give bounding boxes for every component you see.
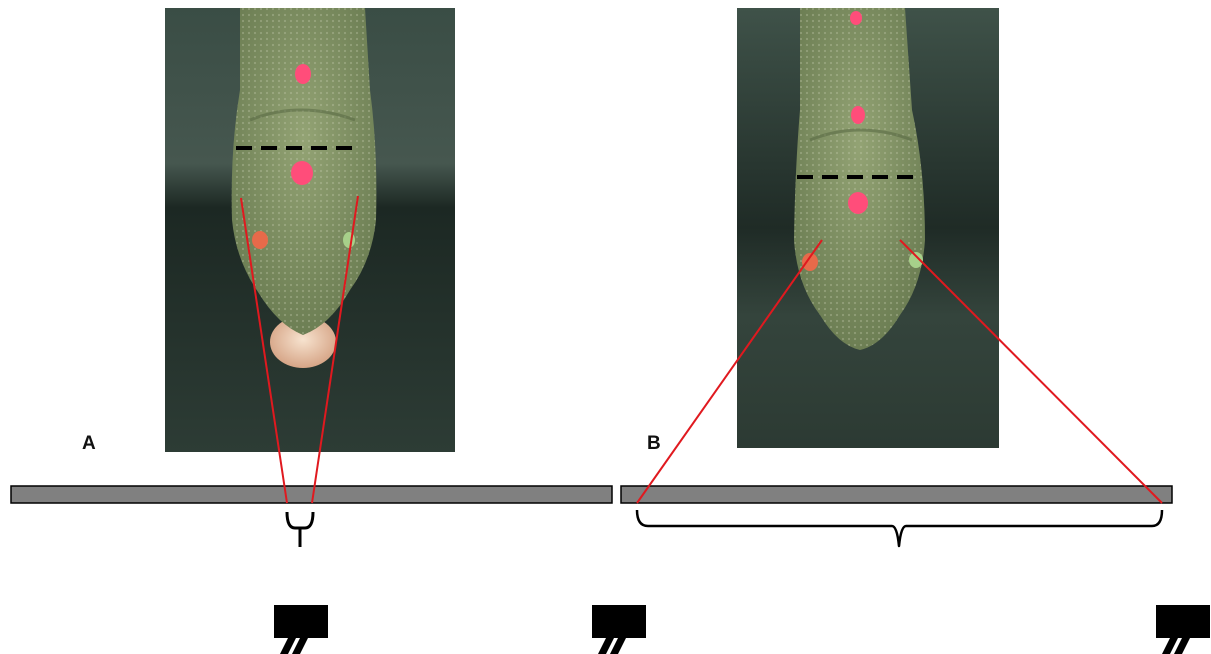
marker-dot bbox=[850, 11, 862, 25]
brace-a bbox=[287, 512, 313, 547]
marker-dot bbox=[851, 106, 865, 124]
photo-a bbox=[165, 8, 455, 452]
marker-dot bbox=[295, 64, 311, 84]
eye-marker-left bbox=[252, 231, 268, 249]
brace-b bbox=[637, 510, 1162, 546]
camera-icon bbox=[274, 605, 328, 654]
camera-icon bbox=[1156, 605, 1210, 654]
marker-dot bbox=[291, 161, 313, 185]
panel-label-a: A bbox=[82, 433, 96, 454]
marker-dot bbox=[848, 192, 868, 214]
panel-label-b: B bbox=[647, 433, 661, 454]
camera-icon bbox=[592, 605, 646, 654]
target-bar-b bbox=[621, 486, 1172, 503]
photo-b bbox=[737, 8, 999, 448]
